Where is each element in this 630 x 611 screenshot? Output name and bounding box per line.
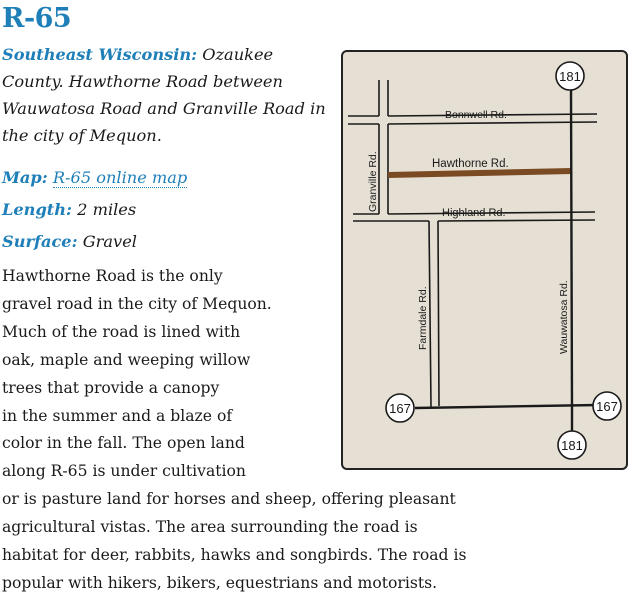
- svg-text:167: 167: [389, 401, 411, 416]
- description-line: gravel road in the city of Mequon.: [2, 294, 272, 313]
- route-title: R-65: [2, 3, 72, 34]
- hawthorne-label: Hawthorne Rd.: [432, 158, 509, 170]
- description-line: oak, maple and weeping willow: [2, 350, 251, 369]
- description-wide: or is pasture land for horses and sheep,…: [2, 486, 622, 598]
- svg-text:181: 181: [559, 69, 581, 84]
- description-line: popular with hikers, bikers, equestrians…: [2, 573, 438, 592]
- map-row: Map: R-65 online map: [2, 164, 337, 191]
- svg-text:167: 167: [596, 399, 618, 414]
- route-location: Southeast Wisconsin: Ozaukee County. Haw…: [2, 41, 337, 149]
- description-narrow: Hawthorne Road is the only gravel road i…: [2, 263, 337, 486]
- svg-text:181: 181: [561, 438, 583, 453]
- hawthorne-route: [387, 168, 573, 178]
- wauwatosa-road: [569, 89, 574, 411]
- bonnwell-label: Bonnwell Rd.: [445, 109, 507, 121]
- online-map-link[interactable]: R-65 online map: [52, 168, 188, 188]
- surface-value: Gravel: [77, 232, 137, 251]
- description-line: in the summer and a blaze of: [2, 406, 233, 425]
- description-line: habitat for deer, rabbits, hawks and son…: [2, 545, 467, 564]
- map-label: Map:: [2, 168, 48, 187]
- description-line: trees that provide a canopy: [2, 378, 220, 397]
- surface-label: Surface:: [2, 232, 78, 251]
- surface-row: Surface: Gravel: [2, 228, 337, 255]
- length-value: 2 miles: [72, 200, 137, 219]
- description-line: along R-65 is under cultivation: [2, 462, 246, 481]
- region-text: Ozaukee County. Hawthorne Road between W…: [2, 45, 326, 145]
- highland-label: Highland Rd.: [442, 207, 506, 219]
- hwy-167-road: [414, 403, 599, 410]
- description-line: Much of the road is lined with: [2, 322, 241, 341]
- hwy-181-shield-bottom: 181: [557, 430, 587, 460]
- map-canvas: Bonnwell Rd. Hawthorne Rd. Highland Rd. …: [348, 61, 622, 460]
- description-line: Hawthorne Road is the only: [2, 267, 223, 285]
- description-line: or is pasture land for horses and sheep,…: [2, 490, 456, 508]
- hwy-167-shield-left: 167: [385, 393, 415, 423]
- farmdale-label: Farmdale Rd.: [417, 286, 429, 350]
- length-row: Length: 2 miles: [2, 196, 337, 223]
- route-map: Bonnwell Rd. Hawthorne Rd. Highland Rd. …: [341, 50, 628, 470]
- hwy-167-shield-right: 167: [592, 391, 622, 421]
- wauwatosa-label: Wauwatosa Rd.: [558, 280, 570, 354]
- hwy-181-shield-top: 181: [555, 61, 585, 91]
- description-line: color in the fall. The open land: [2, 434, 245, 453]
- length-label: Length:: [2, 200, 72, 219]
- description-line: agricultural vistas. The area surroundin…: [2, 517, 418, 536]
- granville-label: Granville Rd.: [367, 151, 379, 212]
- region-label: Southeast Wisconsin:: [2, 45, 198, 64]
